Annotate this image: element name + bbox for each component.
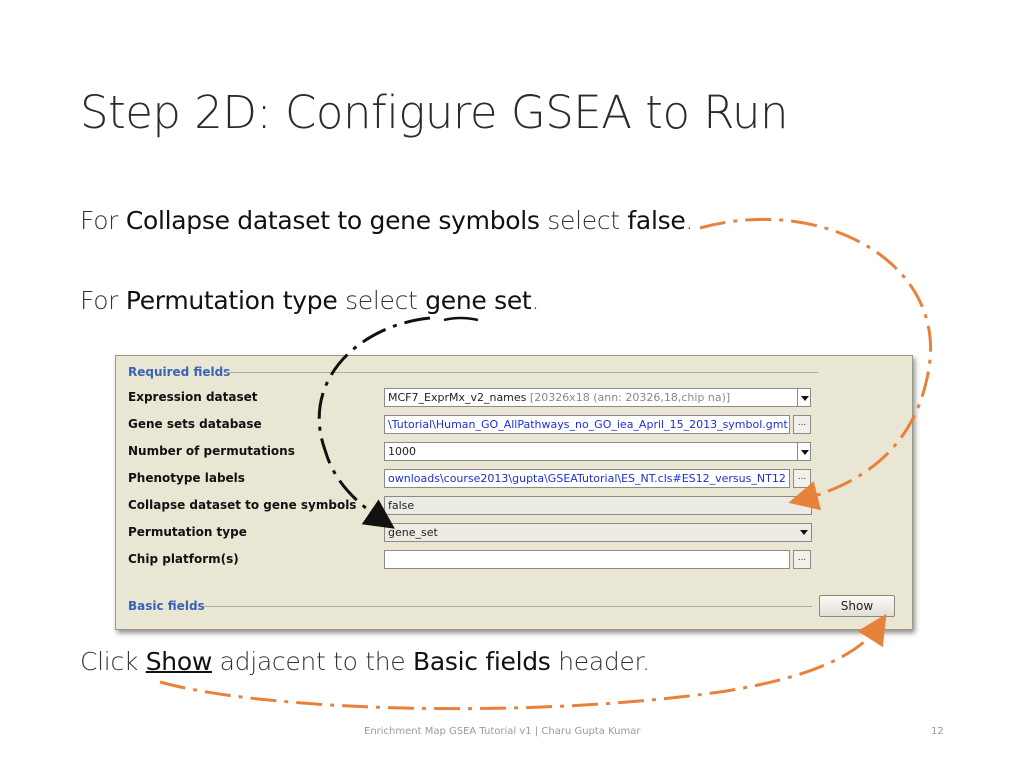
number-of-permutations-select[interactable]: 1000 (384, 442, 798, 461)
expression-dataset-select[interactable]: MCF7_ExprMx_v2_names [20326x18 (ann: 203… (384, 388, 798, 407)
chip-platform-field[interactable] (384, 550, 790, 569)
browse-chip-button[interactable]: ... (793, 550, 811, 569)
chevron-down-icon[interactable] (797, 523, 811, 542)
required-fields-header: Required fields (128, 365, 231, 379)
slide-title: Step 2D: Configure GSEA to Run (80, 86, 789, 139)
chevron-down-icon[interactable] (797, 442, 811, 461)
gsea-parameters-panel: Required fields Expression dataset MCF7_… (115, 355, 913, 630)
instruction-collapse: For Collapse dataset to gene symbols sel… (80, 206, 694, 235)
label-permutation-type: Permutation type (128, 525, 247, 539)
show-basic-fields-button[interactable]: Show (819, 595, 895, 617)
page-number: 12 (931, 726, 944, 737)
browse-gene-sets-button[interactable]: ... (793, 415, 811, 434)
phenotype-labels-field[interactable]: ownloads\course2013\gupta\GSEATutorial\E… (384, 469, 790, 488)
chevron-down-icon[interactable] (797, 388, 811, 407)
gene-set-underline (443, 316, 479, 322)
instruction-permutation: For Permutation type select gene set. (80, 286, 540, 315)
permutation-type-select[interactable]: gene_set (384, 523, 812, 542)
label-expression-dataset: Expression dataset (128, 390, 258, 404)
gene-sets-database-field[interactable]: \Tutorial\Human_GO_AllPathways_no_GO_iea… (384, 415, 790, 434)
basic-fields-header: Basic fields (128, 599, 205, 613)
label-chip-platform: Chip platform(s) (128, 552, 239, 566)
label-gene-sets-database: Gene sets database (128, 417, 262, 431)
slide-footer: Enrichment Map GSEA Tutorial v1 | Charu … (364, 726, 641, 737)
label-collapse-dataset: Collapse dataset to gene symbols (128, 498, 357, 512)
section-divider (204, 606, 812, 607)
section-divider (224, 372, 818, 373)
browse-phenotype-button[interactable]: ... (793, 469, 811, 488)
collapse-dataset-select[interactable]: false (384, 496, 812, 515)
label-phenotype-labels: Phenotype labels (128, 471, 245, 485)
label-number-of-permutations: Number of permutations (128, 444, 295, 458)
instruction-show: Click Show adjacent to the Basic fields … (80, 647, 650, 676)
